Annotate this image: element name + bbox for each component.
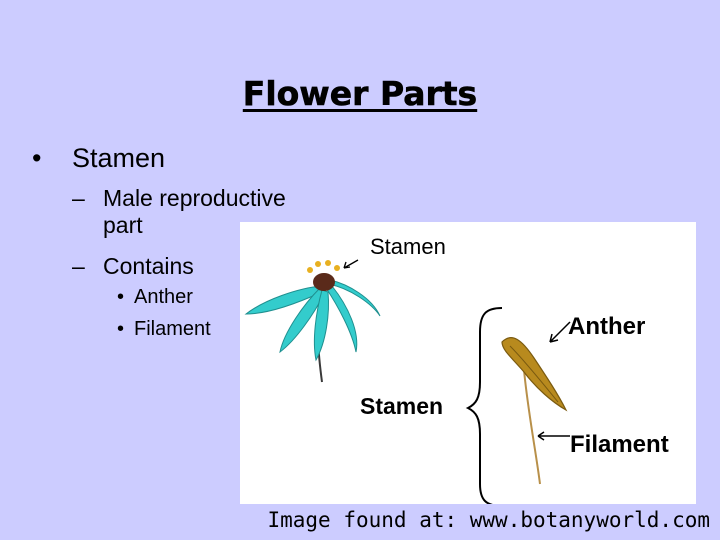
brace-icon <box>465 307 503 507</box>
label-filament: Filament <box>570 431 669 458</box>
petal-left-mid <box>279 287 325 354</box>
image-credit: Image found at: www.botanyworld.com <box>267 508 710 532</box>
bullet-dot-icon: • <box>117 318 125 340</box>
flower-anthers <box>307 260 340 273</box>
dash-icon: – <box>72 253 85 279</box>
arrow-icon <box>537 431 570 441</box>
bullet-dot-icon: • <box>117 286 125 308</box>
slide-title: Flower Parts <box>242 74 478 114</box>
flower-stamen-diagram: Stamen Anther Stamen Filament <box>240 222 696 507</box>
anther-shape <box>501 337 568 412</box>
label-stamen-top: Stamen <box>370 234 446 259</box>
sub-bullet-contains: – Contains <box>72 253 194 280</box>
bullet-stamen: • Stamen <box>32 143 166 174</box>
sub-bullet-male-line2: part <box>103 212 143 238</box>
bullet-stamen-text: Stamen <box>72 143 166 173</box>
dash-icon: – <box>72 185 85 211</box>
sub-sub-bullet-anther-text: Anther <box>134 286 193 308</box>
bullet-dot-icon: • <box>32 143 42 173</box>
arrow-icon <box>549 321 571 343</box>
flower-illustration <box>244 259 381 383</box>
petal-right-mid <box>325 285 358 353</box>
diagram-svg: Stamen Anther Stamen Filament <box>244 234 669 507</box>
sub-sub-bullet-filament: • Filament <box>117 318 211 341</box>
label-stamen-side: Stamen <box>360 393 443 419</box>
sub-bullet-male-line1: Male reproductive <box>103 185 286 211</box>
sub-bullet-contains-text: Contains <box>103 253 194 279</box>
anther-groove <box>509 345 559 403</box>
filament-shape <box>523 369 541 485</box>
label-anther: Anther <box>568 313 645 340</box>
flower-center <box>313 273 335 291</box>
petal-center <box>313 289 329 362</box>
sub-bullet-male: – Male reproductive part <box>72 185 286 239</box>
sub-sub-bullet-filament-text: Filament <box>134 318 211 340</box>
sub-sub-bullet-anther: • Anther <box>117 286 193 309</box>
petal-left <box>244 285 323 315</box>
arrow-icon <box>343 259 359 269</box>
